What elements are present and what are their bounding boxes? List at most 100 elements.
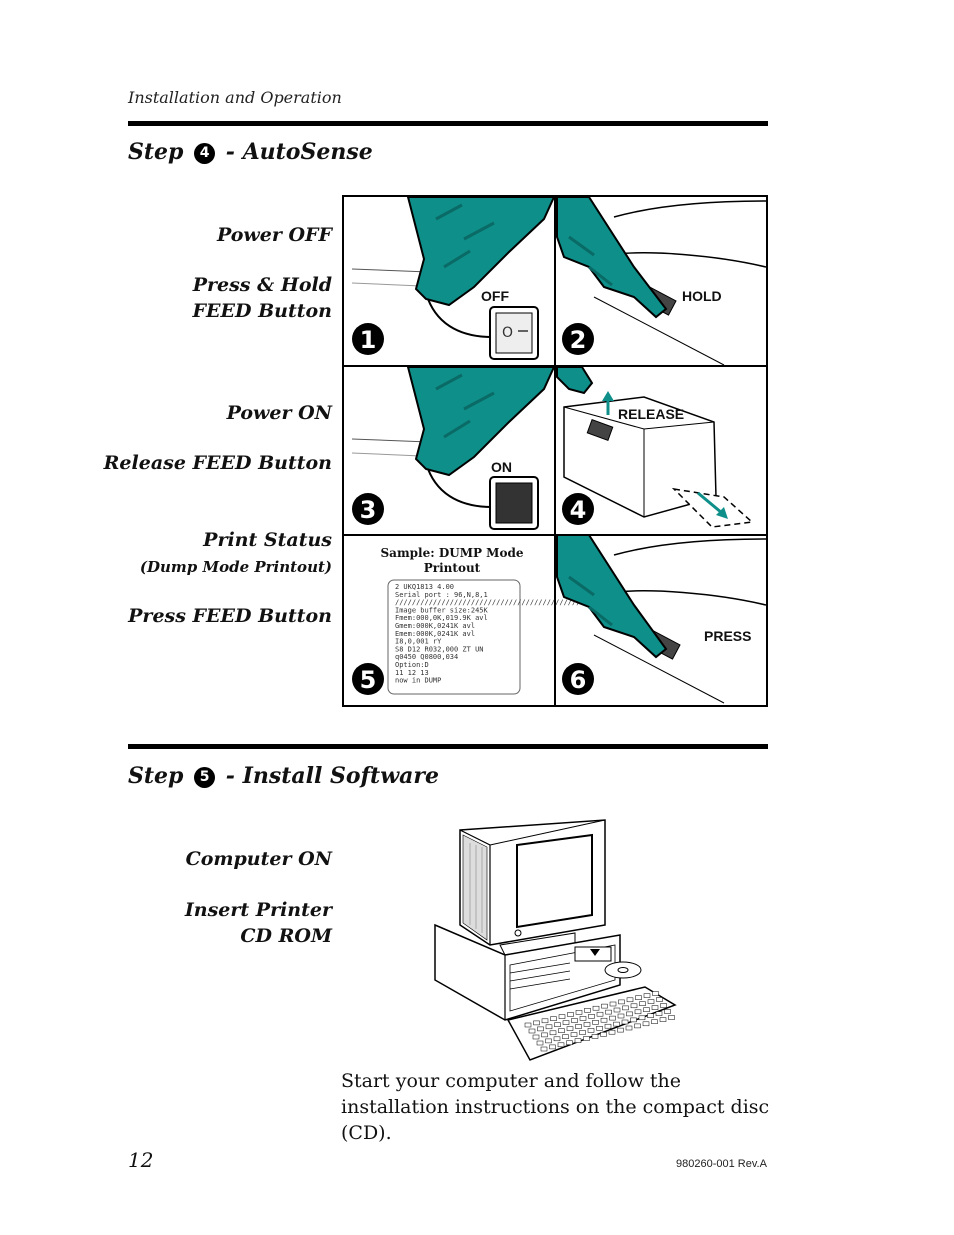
keyboard-key [668, 1015, 675, 1020]
panel-6-label: PRESS [704, 628, 751, 644]
keyboard-key [579, 1016, 587, 1021]
keyboard-key [660, 1003, 667, 1008]
dump-line: S8 D12 R032,000 ZT UN [395, 645, 484, 653]
keyboard-key [575, 1024, 582, 1029]
label-computer-on: Computer ON [185, 848, 332, 870]
keyboard-keys [524, 991, 675, 1052]
keyboard-key [541, 1032, 548, 1038]
label-dump-mode: (Dump Mode Printout) [139, 558, 332, 576]
keyboard-key [596, 1026, 603, 1031]
panel-4-number: 4 [570, 496, 587, 524]
label-power-on: Power ON [226, 402, 332, 424]
keyboard-key [596, 1011, 604, 1017]
keyboard-key [600, 1032, 607, 1037]
keyboard-key [558, 1028, 565, 1033]
dump-line: q0450 Q0800,034 [395, 653, 458, 661]
keyboard-key [613, 1007, 621, 1013]
autosense-illustration-grid: O OFF 1 HOLD 2 ON [342, 195, 768, 707]
step4-title: Step 4 - AutoSense [128, 139, 373, 165]
dump-line: 11 12 13 [395, 669, 429, 677]
step5-number-badge: 5 [194, 767, 216, 788]
panel-4-release: RELEASE 4 [556, 366, 754, 528]
keyboard-key [524, 1022, 532, 1028]
keyboard-key [553, 1036, 561, 1042]
keyboard-key [550, 1016, 557, 1021]
keyboard-key [635, 995, 642, 1000]
keyboard-key [570, 1032, 578, 1037]
keyboard-key [566, 1026, 574, 1031]
keyboard-key [549, 1044, 556, 1050]
label-press-hold: Press & Hold [192, 274, 332, 296]
keyboard-key [600, 1017, 608, 1023]
dump-line: now in DUMP [395, 677, 441, 685]
keyboard-key [587, 1028, 595, 1033]
panel-3-power-on: ON 3 [351, 366, 556, 530]
label-press-feed: Press FEED Button [128, 605, 332, 627]
keyboard-key [651, 1019, 658, 1024]
step5-title-text: - Install Software [225, 763, 440, 789]
keyboard-key [630, 1017, 637, 1023]
keyboard-key [592, 1005, 600, 1011]
running-header: Installation and Operation [128, 88, 342, 107]
body-paragraph: Start your computer and follow the insta… [341, 1070, 770, 1144]
step5-prefix: Step [128, 763, 184, 789]
keyboard-key [533, 1020, 540, 1026]
keyboard-key [562, 1034, 569, 1039]
keyboard-key [609, 1001, 617, 1007]
keyboard-key [608, 1029, 616, 1035]
dump-line: 2 UKQ1813 4.00 [395, 583, 454, 591]
dump-line: Image buffer size:245K [395, 606, 489, 614]
panel-1-label: OFF [481, 288, 509, 304]
dump-line: Option:D [395, 661, 429, 669]
keyboard-key [647, 999, 655, 1004]
keyboard-key [604, 1023, 612, 1029]
keyboard-key [634, 1023, 641, 1029]
step4-number-badge: 4 [194, 143, 216, 164]
keyboard-key [549, 1030, 557, 1036]
keyboard-key [566, 1040, 573, 1045]
keyboard-key [626, 997, 634, 1003]
step5-title: Step 5 - Install Software [128, 763, 439, 789]
keyboard-key [617, 1013, 625, 1019]
keyboard-key [638, 1015, 646, 1021]
panel-4-label: RELEASE [618, 406, 684, 422]
keyboard-key [528, 1028, 536, 1034]
section-rule-step5 [128, 744, 768, 749]
computer-illustration [434, 819, 677, 1061]
keyboard-key [541, 1018, 549, 1024]
keyboard-key [618, 999, 625, 1005]
keyboard-key [583, 1022, 591, 1027]
keyboard-key [558, 1014, 566, 1019]
step4-prefix: Step [128, 139, 184, 165]
keyboard-key [609, 1015, 616, 1021]
keyboard-key [591, 1034, 599, 1039]
keyboard-key [540, 1046, 548, 1052]
panel-5-dump-printout: Sample: DUMP Mode Printout 2 UKQ1813 4.0… [352, 546, 580, 695]
sample-caption-line1: Sample: DUMP Mode [381, 546, 524, 560]
keyboard-key [579, 1030, 586, 1035]
dump-line: Serial port : 96,N,8,1 [395, 591, 488, 599]
panel-1-number: 1 [360, 326, 377, 354]
keyboard-key [651, 1005, 659, 1010]
keyboard-key [536, 1040, 544, 1046]
keyboard-key [537, 1026, 544, 1032]
keyboard-key [557, 1042, 565, 1048]
label-print-status: Print Status [203, 529, 332, 551]
keyboard-key [554, 1022, 561, 1027]
panel-3-label: ON [491, 459, 512, 475]
keyboard-key [567, 1012, 574, 1017]
panel-2-press-hold: HOLD 2 [556, 197, 766, 366]
keyboard-key [545, 1024, 553, 1030]
dump-line: ////////////////////////////////////////… [395, 599, 580, 607]
panel-6-press: PRESS 6 [556, 534, 766, 704]
keyboard-key [545, 1038, 552, 1044]
section-rule-top [128, 121, 768, 126]
keyboard-key [625, 1025, 633, 1031]
keyboard-key [643, 993, 651, 998]
sample-caption-line2: Printout [424, 561, 481, 575]
panel-6-number: 6 [570, 666, 587, 694]
keyboard-key [655, 1011, 663, 1016]
keyboard-key [659, 1017, 667, 1022]
panel-1-power-off: O OFF 1 [351, 197, 556, 360]
